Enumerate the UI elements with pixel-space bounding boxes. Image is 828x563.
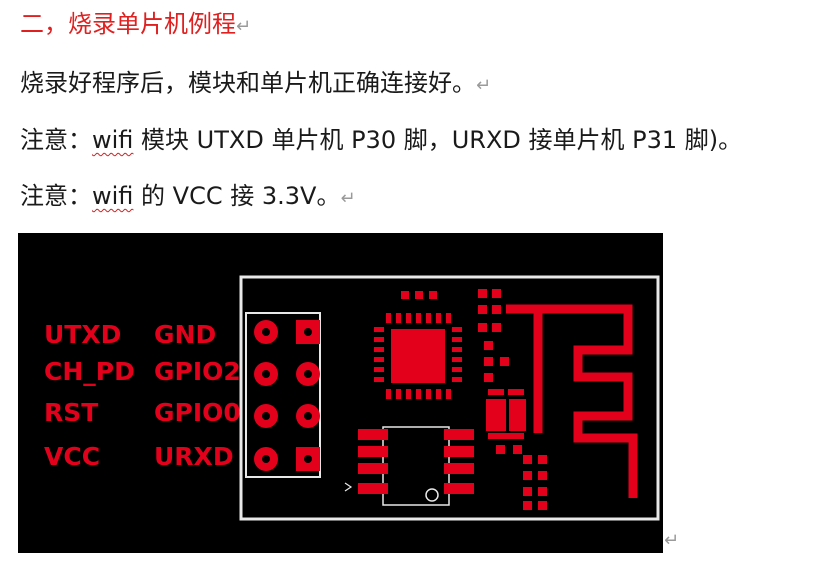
header-outline [245,312,321,478]
pin-label-ch-pd: CH_PD [44,357,135,386]
pin-label-utxd: UTXD [44,320,121,349]
spellcheck-word: wifi [92,126,134,154]
pin-label-rst: RST [44,398,98,427]
esp8266-pinout-figure: UTXD CH_PD RST VCC GND GPIO2 GPIO0 URXD [18,233,663,553]
paragraph-mark: ↵ [340,188,356,209]
pin-label-vcc: VCC [44,442,100,471]
paragraph-1: 烧录好程序后，模块和单片机正确连接好。↵ [20,69,492,97]
paragraph-mark: ↵ [236,16,252,37]
header-pins [254,320,320,471]
flash-chip [344,426,474,506]
paragraph-mark: ↵ [664,530,680,551]
antenna-trace [506,304,638,498]
pin-label-gpio2: GPIO2 [154,357,241,386]
module-pcb-drawing: UTXD CH_PD RST VCC GND GPIO2 GPIO0 URXD [18,233,663,553]
paragraph-3: 注意：wifi 的 VCC 接 3.3V。↵ [20,182,356,210]
pin-label-gpio0: GPIO0 [154,398,241,427]
pin-label-gnd: GND [154,320,216,349]
section-heading: 二，烧录单片机例程↵ [20,10,252,38]
paragraph-mark: ↵ [476,75,492,96]
pin-label-urxd: URXD [154,442,234,471]
spellcheck-word: wifi [92,182,134,210]
board-outline [239,275,660,521]
paragraph-2: 注意：wifi 模块 UTXD 单片机 P30 脚，URXD 接单片机 P31 … [20,126,743,154]
qfn-chip [374,291,462,399]
passive-components [478,289,547,510]
